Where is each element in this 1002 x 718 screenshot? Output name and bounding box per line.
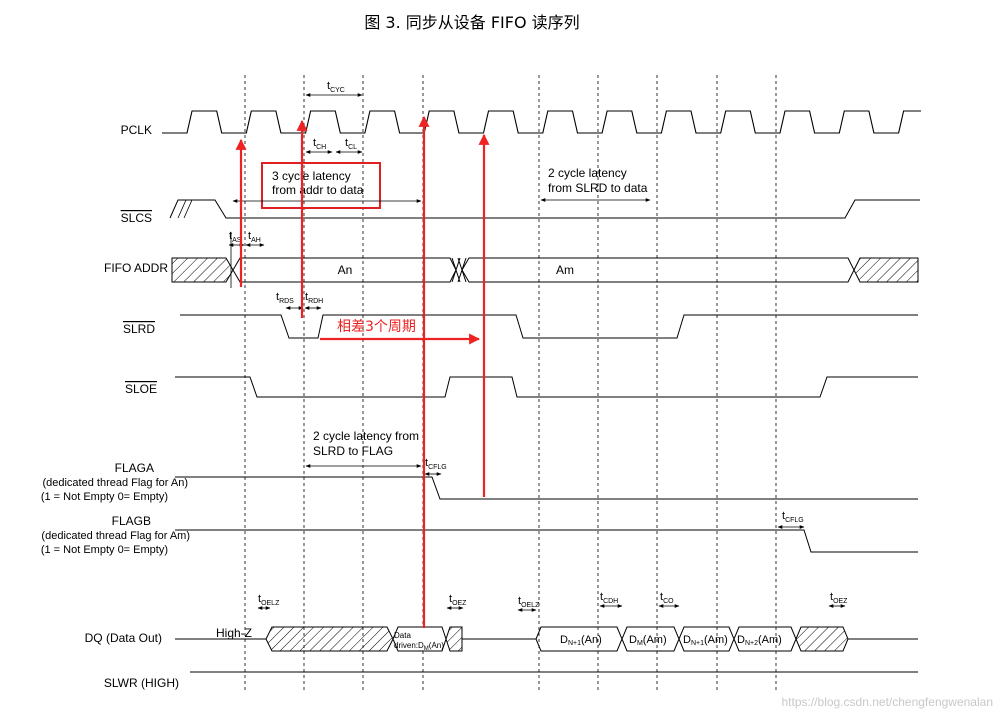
latency2-line2: from SLRD to data xyxy=(548,181,648,195)
svg-text:tOEZ: tOEZ xyxy=(449,593,467,607)
latency-highlight-box xyxy=(261,162,381,209)
tch-marker: tCH xyxy=(305,137,333,154)
slrd-label: SLRD xyxy=(123,322,155,336)
tcl-marker: tCL xyxy=(335,137,363,154)
latency3-line2: from addr to data xyxy=(272,183,364,197)
slrd-waveform xyxy=(180,314,918,339)
svg-text:tCFLG: tCFLG xyxy=(425,457,447,471)
slcs-waveform xyxy=(226,199,920,219)
svg-text:tCO: tCO xyxy=(660,591,674,605)
dq-invalid-3 xyxy=(795,626,849,652)
dq-dn2-am-value: DN+2(Am) xyxy=(737,634,782,647)
svg-text:tOELZ: tOELZ xyxy=(258,593,280,607)
flagb-desc-1: (dedicated thread Flag for Am) xyxy=(41,530,190,542)
svg-text:tCL: tCL xyxy=(345,137,357,151)
toelz-1-marker: tOELZ xyxy=(257,593,280,610)
tco-marker: tCO xyxy=(658,591,680,608)
svg-text:tAH: tAH xyxy=(248,230,261,244)
dq-data-driven-line2: driven:DM(An) xyxy=(394,641,444,652)
svg-text:tCYC: tCYC xyxy=(327,80,345,94)
fifo-addr-bus: An Am xyxy=(171,257,919,283)
dq-label: DQ (Data Out) xyxy=(85,631,162,645)
pclk-label: PCLK xyxy=(121,123,152,137)
dq-data-driven-line1: Data xyxy=(394,631,411,640)
flaga-waveform xyxy=(175,476,918,500)
toez-2-marker: tOEZ xyxy=(828,591,848,608)
trds-marker: tRDS xyxy=(276,291,304,310)
slcs-transition xyxy=(169,199,260,219)
toez-1-marker: tOEZ xyxy=(446,593,467,610)
flaga-label: FLAGA xyxy=(115,461,154,475)
slcs-transition-hatch xyxy=(177,199,193,219)
tcyc-marker: tCYC xyxy=(305,80,363,97)
flaga-desc-2: (1 = Not Empty 0= Empty) xyxy=(41,491,168,503)
addr-an-value: An xyxy=(338,263,353,277)
svg-text:tCDH: tCDH xyxy=(600,591,618,605)
dq-dn1-am-value: DN+1(Am) xyxy=(683,634,728,647)
svg-text:tRDS: tRDS xyxy=(276,291,294,305)
svg-text:tRDH: tRDH xyxy=(305,291,323,305)
addr-invalid-left xyxy=(171,257,234,283)
slwr-label: SLWR (HIGH) xyxy=(104,676,179,690)
dq-invalid-1 xyxy=(265,626,394,652)
latency3-line1: 3 cycle latency xyxy=(272,169,351,183)
tcflg-flaga-marker: tCFLG xyxy=(424,457,447,476)
sloe-label: SLOE xyxy=(125,382,157,396)
dq-invalid-2 xyxy=(445,626,463,652)
flagb-label: FLAGB xyxy=(112,514,151,528)
svg-text:tCH: tCH xyxy=(313,137,326,151)
addr-invalid-right xyxy=(853,257,919,283)
latency-flag-line2: SLRD to FLAG xyxy=(313,444,393,458)
red-annotations xyxy=(235,115,490,628)
addr-am-segment xyxy=(461,257,855,283)
sloe-waveform xyxy=(175,376,918,398)
figure-title: 图 3. 同步从设备 FIFO 读序列 xyxy=(364,13,579,32)
flaga-desc-1: (dedicated thread Flag for An) xyxy=(42,477,188,489)
dq-dm-am-value: DM(Am) xyxy=(629,634,667,647)
pclk-waveform xyxy=(162,110,921,134)
dq-dn1-an-value: DN+1(An) xyxy=(560,634,602,647)
tah-marker: tAH xyxy=(245,230,265,247)
trdh-marker: tRDH xyxy=(304,291,323,310)
toelz-2-marker: tOELZ xyxy=(517,595,540,612)
clock-reference-lines xyxy=(244,75,777,690)
svg-text:tOEZ: tOEZ xyxy=(830,591,848,605)
addr-transition-x xyxy=(451,257,467,283)
addr-am-value: Am xyxy=(556,263,574,277)
latency2-line1: 2 cycle latency xyxy=(548,166,627,180)
tcdh-marker: tCDH xyxy=(599,591,623,608)
slcs-label: SLCS xyxy=(121,211,152,225)
fifo-addr-label: FIFO ADDR xyxy=(104,261,168,275)
svg-text:tAS: tAS xyxy=(229,230,242,244)
flagb-waveform xyxy=(175,529,918,553)
watermark: https://blog.csdn.net/chengfengwenalan xyxy=(782,695,994,709)
dq-bus: High-Z Data driven:DM(An) DN+1(An) DM(Am… xyxy=(175,626,918,652)
flagb-desc-2: (1 = Not Empty 0= Empty) xyxy=(41,544,168,556)
svg-text:tOELZ: tOELZ xyxy=(518,595,540,609)
red-note: 相差3个周期 xyxy=(337,319,416,335)
svg-text:tCFLG: tCFLG xyxy=(782,510,804,524)
dq-high-z: High-Z xyxy=(216,626,252,640)
tcflg-flagb-marker: tCFLG xyxy=(777,510,805,529)
latency-flag-line1: 2 cycle latency from xyxy=(313,429,419,443)
dq-dn1-an-segment xyxy=(535,626,623,652)
